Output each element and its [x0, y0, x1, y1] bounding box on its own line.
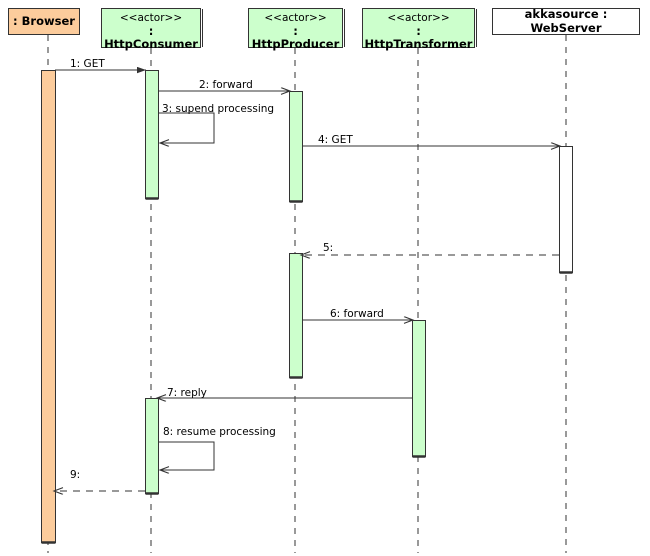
activation-httpproducer-1	[289, 253, 303, 378]
message-label-5: 5:	[323, 242, 334, 254]
lifeline-head-browser[interactable]: : Browser	[8, 8, 80, 35]
lifeline-name-httpconsumer: : HttpConsumer	[104, 24, 198, 52]
message-label-9: 9:	[70, 469, 81, 481]
message-label-6: 6: forward	[330, 308, 384, 320]
activation-httpproducer-0	[289, 91, 303, 202]
activation-httptransformer-0	[412, 320, 426, 457]
stereotype-httpproducer: <<actor>>	[264, 12, 327, 24]
message-arrow-3	[158, 112, 215, 143]
message-arrow-8	[158, 441, 215, 470]
lifeline-name-browser: : Browser	[13, 13, 75, 28]
lifeline-head-webserver[interactable]: akkasource : WebServer	[492, 8, 640, 35]
activation-httpconsumer-1	[145, 398, 159, 494]
lifeline-head-httptransformer[interactable]: <<actor>> : HttpTransformer	[362, 8, 475, 52]
lifeline-head-httpproducer[interactable]: <<actor>> : HttpProducer	[248, 8, 343, 52]
message-label-2: 2: forward	[199, 79, 253, 91]
activation-httpconsumer-0	[145, 70, 159, 199]
lifeline-name-httpproducer: : HttpProducer	[251, 24, 340, 52]
activation-webserver-0	[559, 146, 573, 273]
stereotype-httptransformer: <<actor>>	[387, 12, 450, 24]
message-label-8: 8: resume processing	[163, 426, 276, 438]
message-label-4: 4: GET	[318, 134, 353, 146]
lifeline-name-httptransformer: : HttpTransformer	[364, 24, 473, 52]
message-label-7: 7: reply	[167, 387, 207, 399]
activation-browser-0	[41, 70, 56, 543]
message-label-1: 1: GET	[70, 58, 105, 70]
message-label-3: 3: supend processing	[162, 103, 275, 115]
lifeline-name-webserver: akkasource : WebServer	[524, 7, 608, 35]
stereotype-httpconsumer: <<actor>>	[119, 12, 183, 24]
lifeline-head-httpconsumer[interactable]: <<actor>> : HttpConsumer	[101, 8, 201, 52]
